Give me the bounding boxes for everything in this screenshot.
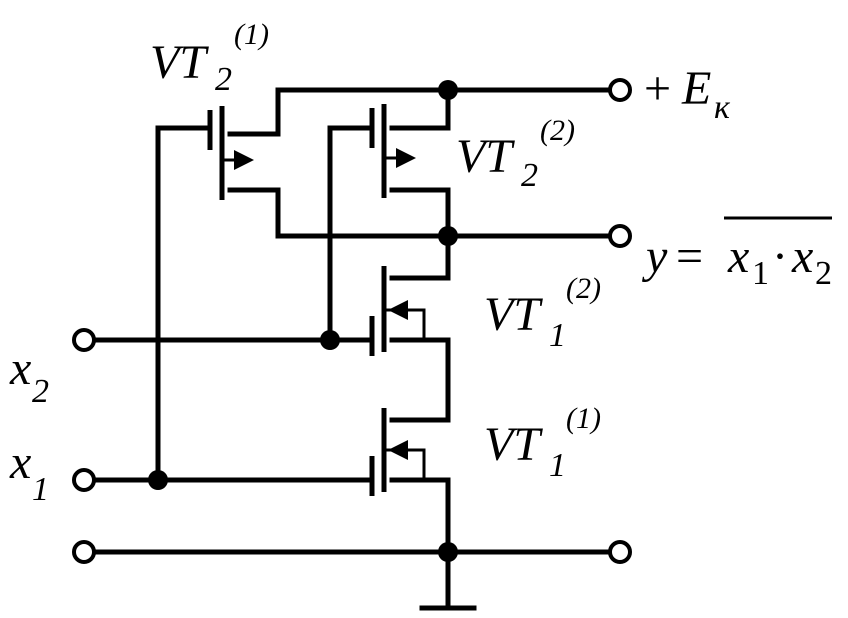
series-wire [389, 337, 451, 423]
label-vt2-1: VT 2 (1) [150, 18, 269, 98]
node-x2 [320, 330, 340, 350]
vt2-2-sup: (2) [540, 114, 575, 147]
supply-sign: + [644, 62, 671, 115]
vt1-1-sub: 1 [549, 447, 566, 484]
vt2-2-base: VT [456, 130, 515, 183]
transistor-vt2-1 [207, 106, 254, 200]
x2-gate-branch [327, 125, 375, 343]
vt2-1-source-wire [227, 187, 451, 239]
vt1-1-source-wire [389, 477, 451, 555]
vt2-2-sub: 2 [521, 157, 538, 194]
terminal-x2 [72, 328, 96, 352]
vt1-2-sup: (2) [566, 272, 601, 305]
node-output [438, 226, 458, 246]
output-x2-sub: 2 [815, 255, 832, 292]
vt2-2-drain-wire [389, 87, 451, 131]
output-x1: x [727, 230, 749, 283]
vt2-1-drain-wire [227, 87, 281, 137]
x1-gate-branch [155, 125, 213, 483]
transistor-vt2-2 [369, 104, 416, 198]
output-x1-sub: 1 [752, 255, 769, 292]
vt1-2-sub: 1 [549, 317, 566, 354]
output-lhs: y [641, 230, 668, 283]
wires [81, 87, 623, 611]
terminal-x1 [72, 468, 96, 492]
junction-nodes [148, 80, 458, 562]
vt1-2-base: VT [484, 288, 543, 341]
node-supply [438, 80, 458, 100]
vt1-1-sup: (1) [566, 402, 601, 435]
node-ground [438, 542, 458, 562]
label-input-x2: x 2 [9, 342, 49, 410]
x2-base: x [9, 342, 31, 395]
terminal-supply [608, 78, 632, 102]
x2-sub: 2 [32, 373, 49, 410]
vt2-1-sub: 2 [215, 61, 232, 98]
terminal-ground-right [608, 540, 632, 564]
terminals [72, 78, 632, 564]
output-x2: x [791, 230, 813, 283]
label-output: y = x 1 · x 2 [641, 216, 832, 292]
terminal-ground-left [72, 540, 96, 564]
vt1-1-base: VT [484, 418, 543, 471]
output-dot: · [772, 230, 788, 283]
terminal-output [608, 224, 632, 248]
transistor-vt1-1 [369, 408, 426, 496]
transistor-vt1-2 [369, 266, 426, 356]
label-vt2-2: VT 2 (2) [456, 114, 575, 194]
vt1-2-drain-wire [389, 233, 451, 281]
vt2-1-sup: (1) [234, 18, 269, 51]
label-input-x1: x 1 [9, 436, 49, 508]
vt2-1-base: VT [150, 36, 209, 89]
label-supply: + E к [644, 62, 731, 126]
supply-base: E [681, 62, 711, 115]
x1-sub: 1 [32, 471, 49, 508]
supply-sub: к [714, 89, 731, 126]
label-vt1-2: VT 1 (2) [484, 272, 601, 354]
label-vt1-1: VT 1 (1) [484, 402, 601, 484]
output-eq: = [676, 230, 703, 283]
vt2-2-source-wire [389, 187, 451, 239]
node-x1 [148, 470, 168, 490]
x1-base: x [9, 436, 31, 489]
